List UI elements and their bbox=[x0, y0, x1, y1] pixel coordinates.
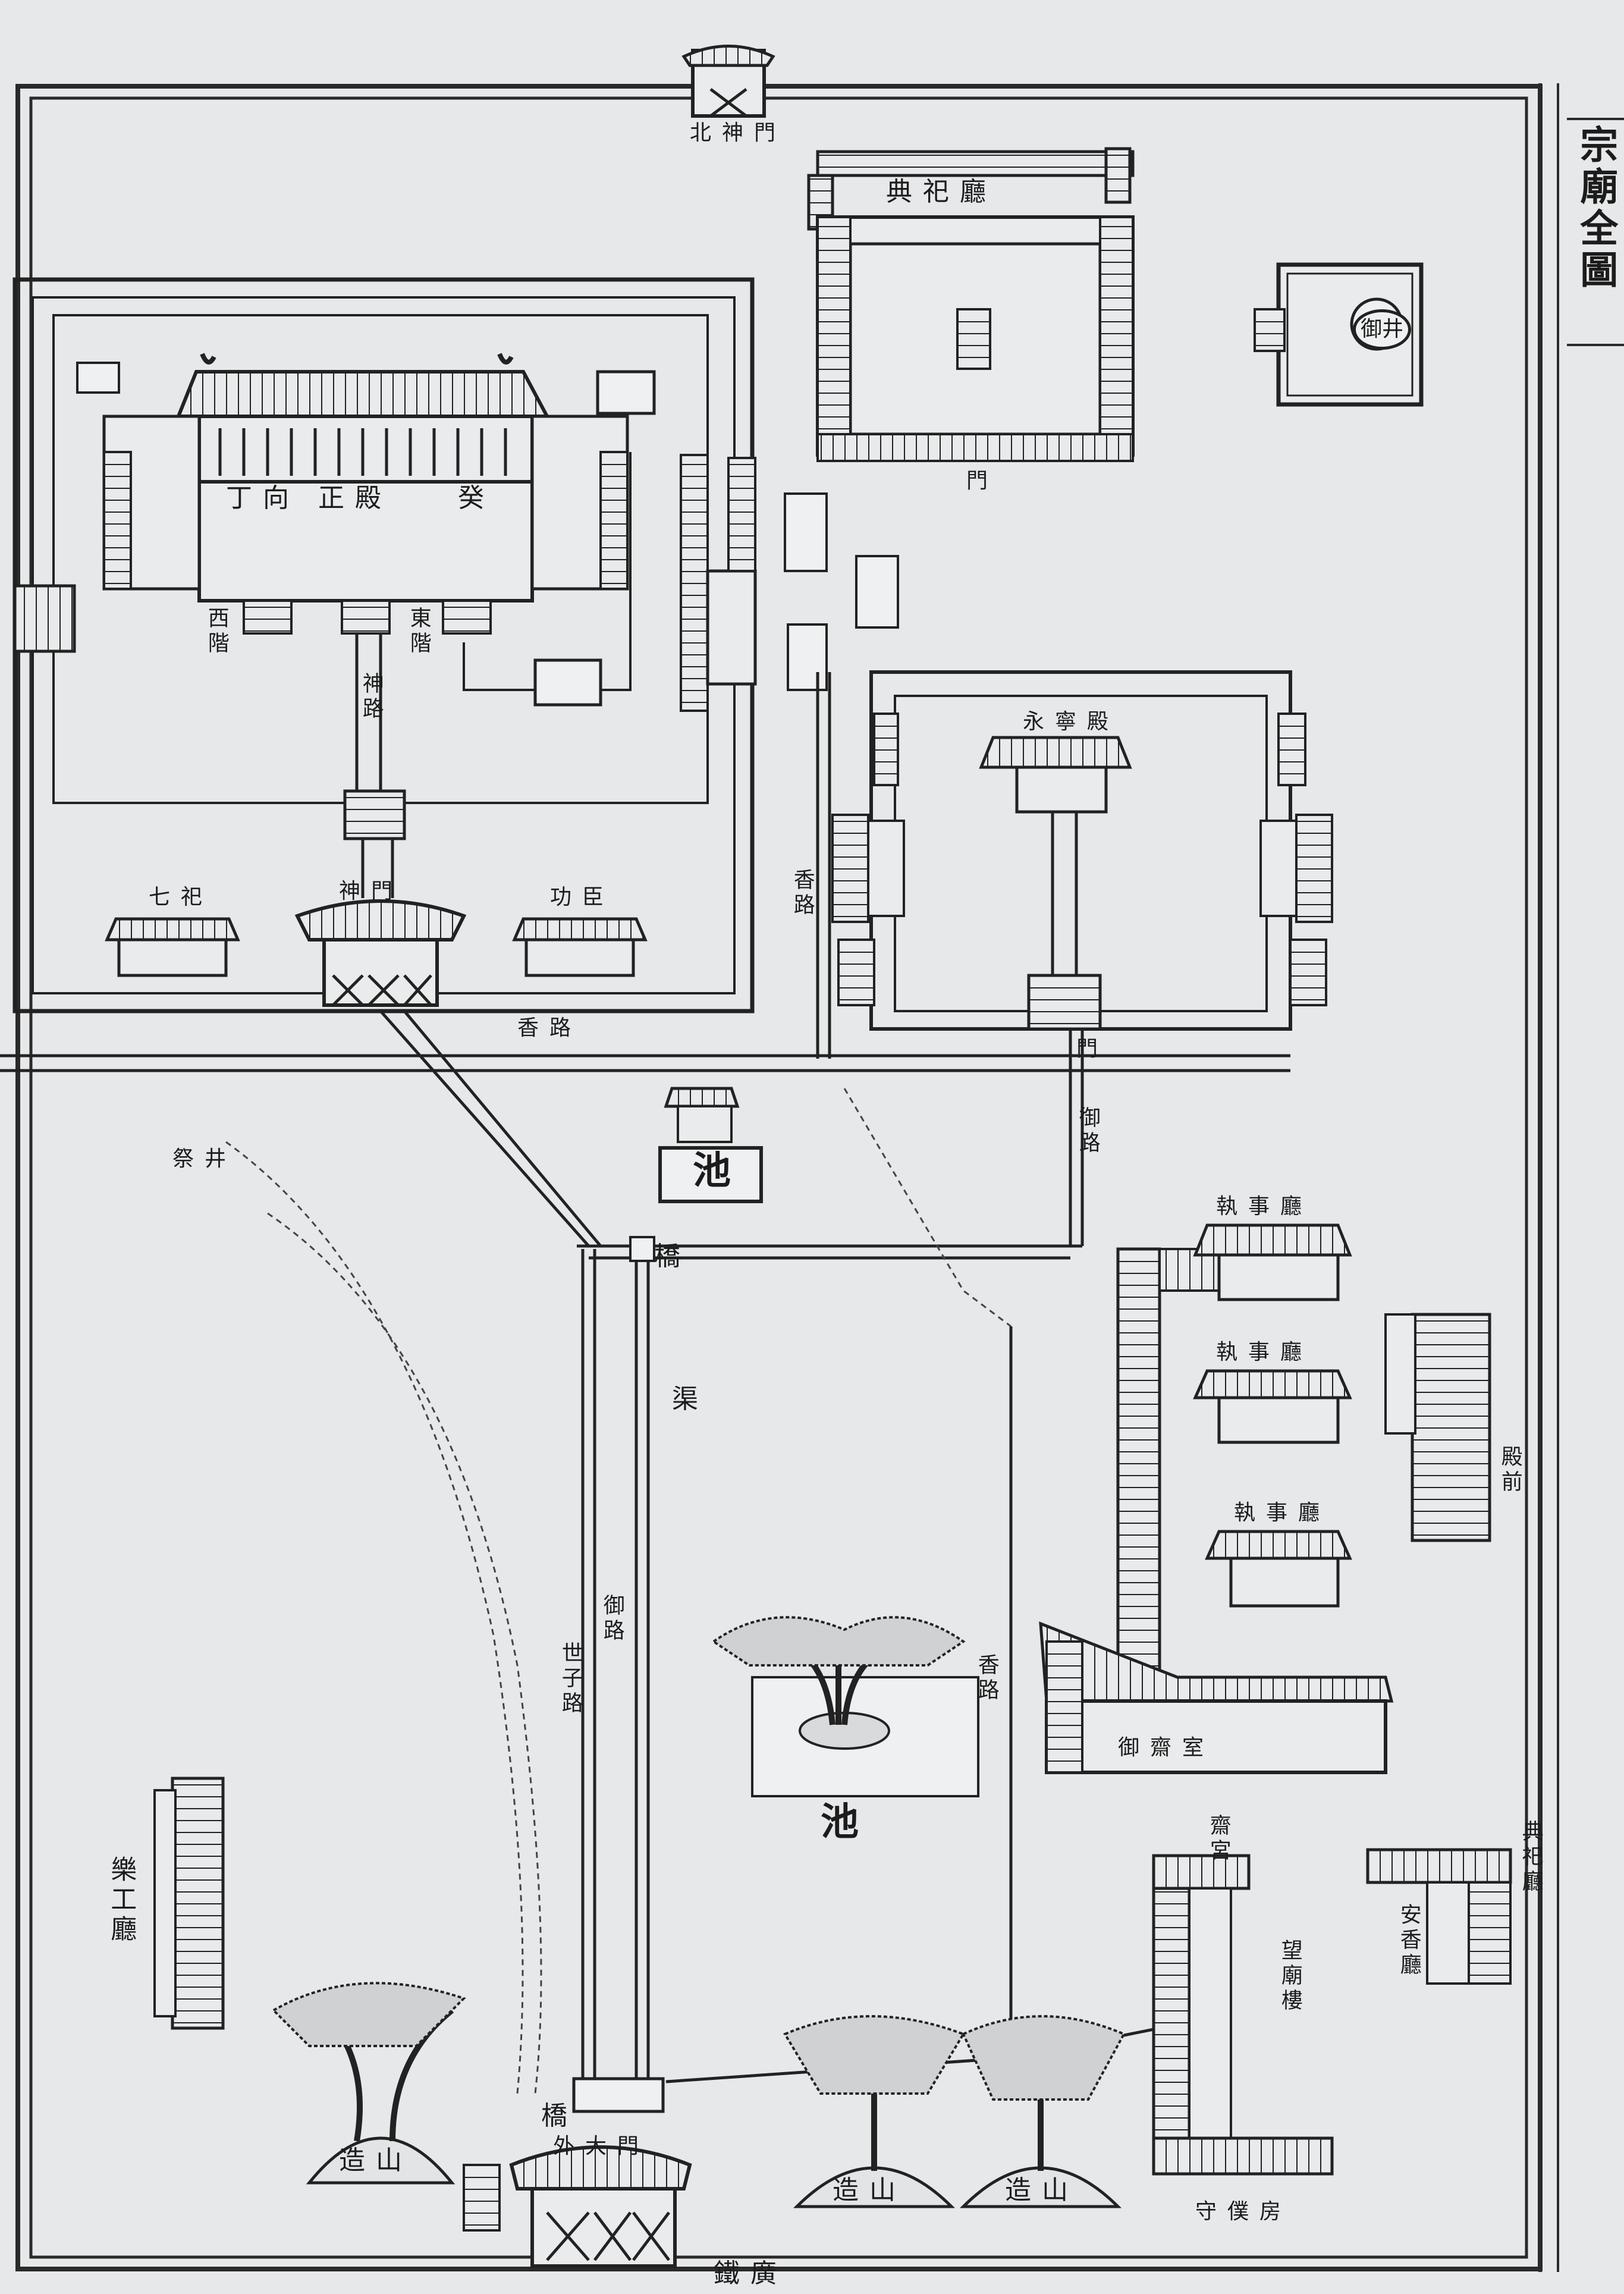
jeonsa-label: 典祀廳 bbox=[1518, 1820, 1543, 1895]
jeongjeon-west-text: 丁向 bbox=[226, 483, 300, 513]
hyangno-label-2: 香路 bbox=[974, 1653, 999, 1703]
middle-gate-building bbox=[680, 454, 757, 712]
north-gate-building bbox=[681, 45, 775, 118]
jaegung-label: 齋宮 bbox=[1206, 1814, 1231, 1864]
mangmyodaecheong-label: 望廟樓 bbox=[1277, 1939, 1302, 2014]
ansangjeon-label: 安香廳 bbox=[1396, 1903, 1421, 1978]
bridge-label-2: 橋 bbox=[541, 2101, 567, 2131]
josan-label-3: 造山 bbox=[1005, 2175, 1079, 2205]
chilsa-label: 七祀 bbox=[149, 885, 213, 909]
eoro-label-1: 御路 bbox=[1075, 1106, 1100, 1156]
map-title: 宗廟全圖 bbox=[1573, 125, 1619, 291]
sindo-path bbox=[343, 633, 406, 898]
eojaesil-label: 御齋室 bbox=[1118, 1736, 1215, 1760]
bridge-label-1: 橋 bbox=[654, 1241, 680, 1272]
well-label: 御井 bbox=[1353, 309, 1412, 350]
hyangno-label-1: 香路 bbox=[790, 868, 815, 918]
box-marker bbox=[784, 492, 828, 572]
sujigsa-label: 守僕房 bbox=[1195, 2199, 1292, 2224]
hyangno-label-3: 香路 bbox=[517, 1016, 582, 1040]
bridge bbox=[629, 1236, 655, 1262]
lower-right-buildings bbox=[1152, 1848, 1512, 2176]
yeongnyeongjeon-hall bbox=[979, 736, 1132, 1031]
yeongnyeongjeon-gate-label: 門 bbox=[1076, 1037, 1098, 1061]
akgong-hall bbox=[153, 1777, 225, 2030]
hill-mid bbox=[783, 2015, 965, 2208]
eoro-label-2: 御路 bbox=[599, 1594, 624, 1644]
akgong-label: 樂工廳 bbox=[106, 1856, 137, 1945]
south-main-gate bbox=[463, 2145, 692, 2268]
chilsa-hall bbox=[105, 917, 240, 977]
jeongjeon-label: 正殿 bbox=[318, 483, 392, 513]
box-marker bbox=[533, 658, 602, 707]
jeonhyeonjeon-label: 殿前 bbox=[1497, 1445, 1522, 1495]
box-marker bbox=[855, 555, 899, 629]
jeongjeon-south-gate-label: 神門 bbox=[339, 879, 404, 903]
jipsacheong-label-2: 執事廳 bbox=[1216, 1340, 1313, 1364]
jipsacheong-label-3: 執事廳 bbox=[1234, 1501, 1331, 1525]
lower-pond bbox=[711, 1616, 979, 1797]
south-gate-label: 外大門 bbox=[553, 2134, 650, 2158]
west-stair-label: 西階 bbox=[204, 607, 229, 657]
box-marker bbox=[76, 362, 120, 394]
west-gate-building bbox=[13, 584, 76, 653]
jipsacheong-complex bbox=[1039, 1223, 1491, 1774]
jeongjeon-east-text: 癸 bbox=[458, 483, 484, 513]
cheolchang-label: 鐵廣 bbox=[714, 2258, 787, 2289]
bridge bbox=[572, 2077, 665, 2113]
canal-label: 渠 bbox=[672, 1384, 698, 1414]
jeonsacheong-gate-label: 門 bbox=[966, 469, 988, 493]
box-marker bbox=[787, 623, 828, 691]
yeongnyeongjeon-side-halls bbox=[831, 713, 1333, 1006]
josan-label-2: 造山 bbox=[833, 2175, 906, 2205]
gongsin-label: 功臣 bbox=[550, 885, 615, 909]
dotted-roads bbox=[225, 1088, 1012, 2094]
seserojeo-label: 世子路 bbox=[558, 1642, 583, 1716]
pond-label-1: 池 bbox=[693, 1148, 731, 1193]
jeongjeon-hall bbox=[102, 353, 629, 635]
hill-left bbox=[271, 1982, 466, 2185]
yeongnyeongjeon-label: 永寧殿 bbox=[1023, 710, 1120, 734]
jeonsacheong-label: 典祀廳 bbox=[886, 177, 997, 207]
jeonsacheong-compound bbox=[807, 147, 1135, 462]
jeopwi-label: 祭井 bbox=[172, 1147, 237, 1171]
east-stair-label: 東階 bbox=[406, 607, 431, 657]
josan-label-1: 造山 bbox=[339, 2145, 413, 2176]
main-path bbox=[0, 672, 1290, 1260]
jipsacheong-label-1: 執事廳 bbox=[1216, 1194, 1313, 1219]
box-marker bbox=[596, 370, 656, 415]
sindo-label: 神路 bbox=[359, 672, 384, 722]
gongsin-hall bbox=[512, 917, 648, 977]
hill-right bbox=[959, 2015, 1126, 2208]
north-gate-label: 北神門 bbox=[690, 121, 787, 145]
title-band bbox=[1538, 83, 1624, 2272]
pond-label-2: 池 bbox=[821, 1800, 859, 1844]
upper-pond bbox=[658, 1087, 763, 1203]
jeongjeon-south-gate bbox=[294, 899, 467, 1007]
